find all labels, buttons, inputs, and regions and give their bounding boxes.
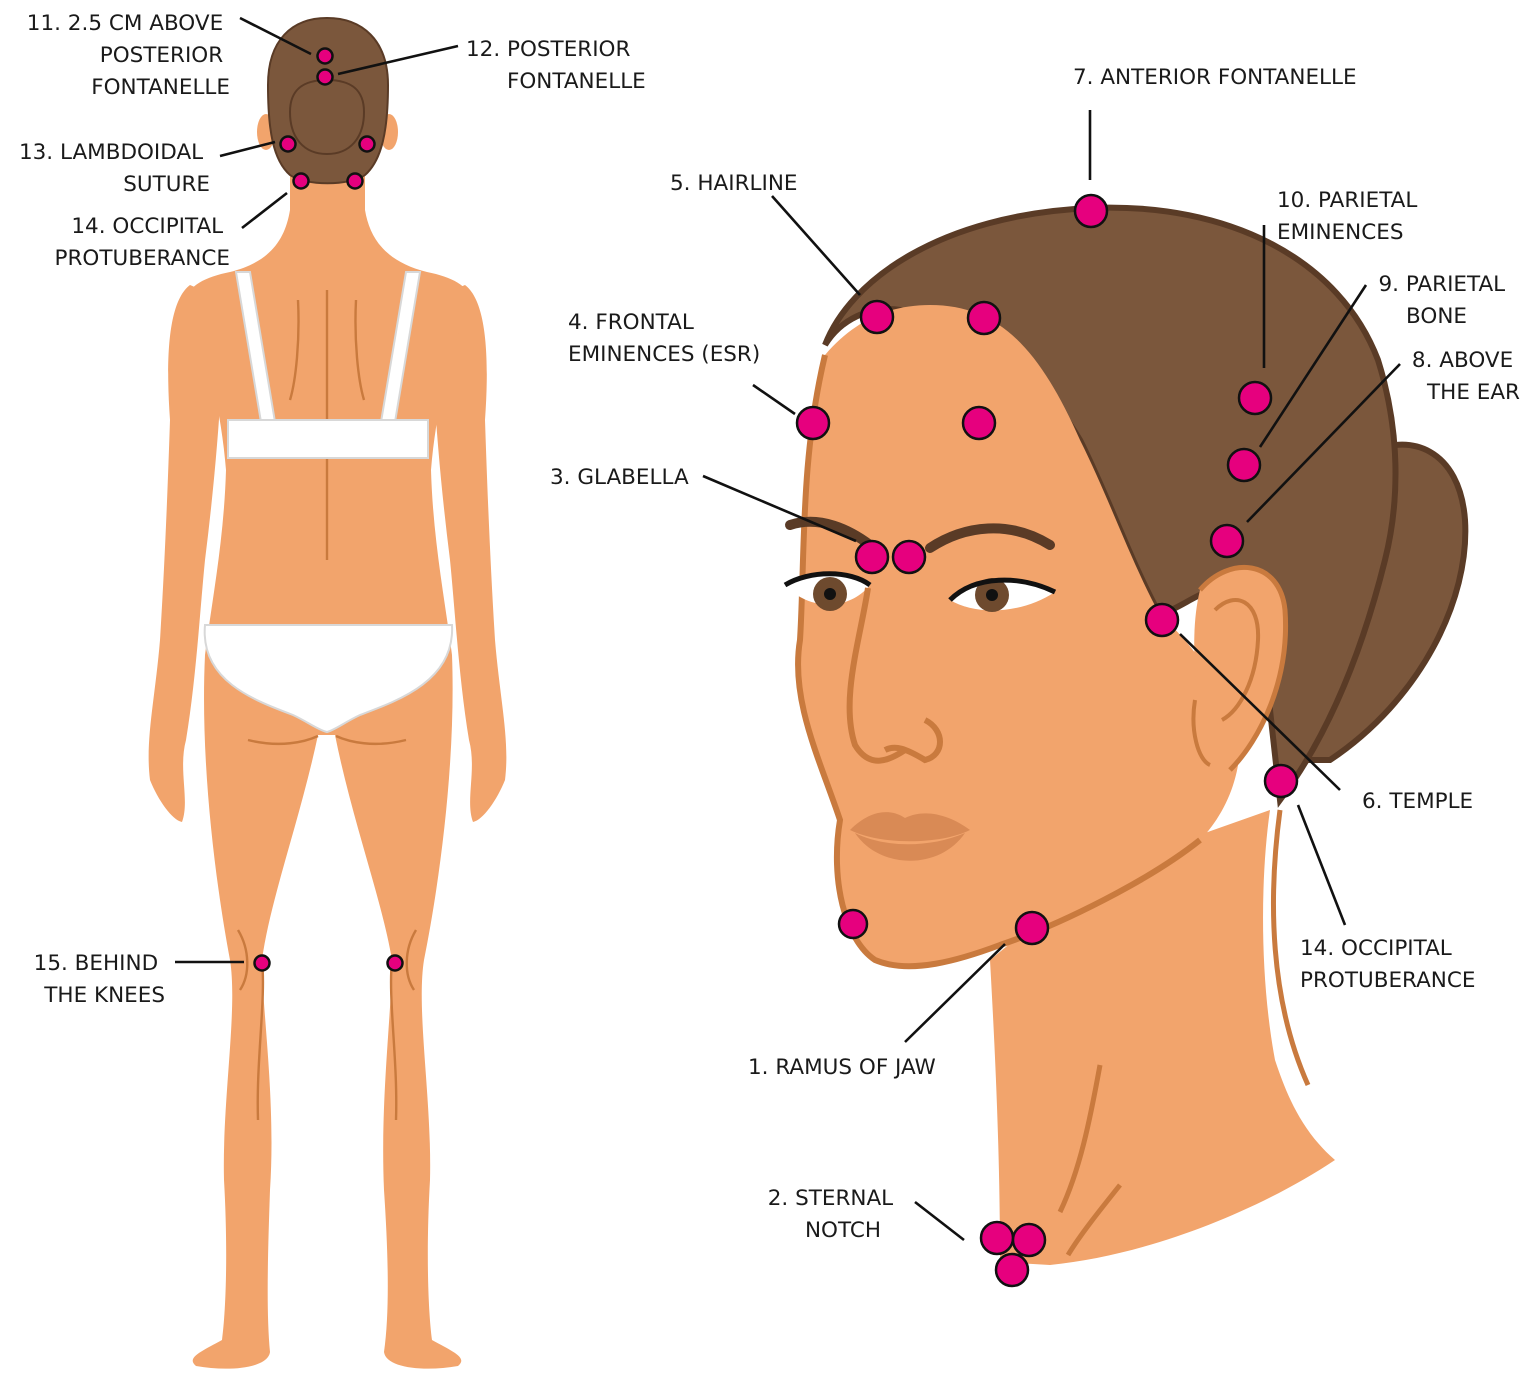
label-6: 6. TEMPLE <box>1362 789 1473 814</box>
back-bra-band <box>228 420 428 458</box>
label-9: 9. PARIETAL BONE <box>1378 272 1512 329</box>
label-12: 12. POSTERIOR FONTANELLE <box>466 37 646 94</box>
point-1-partial[interactable] <box>839 910 867 938</box>
label-14-head: 14. OCCIPITAL PROTUBERANCE <box>1300 936 1476 993</box>
point-9[interactable] <box>1228 449 1260 481</box>
point-2-left[interactable] <box>981 1222 1013 1254</box>
label-13: 13. LAMBDOIDAL SUTURE <box>19 140 210 197</box>
point-11[interactable] <box>318 49 333 64</box>
left-pupil <box>824 588 836 600</box>
label-5: 5. HAIRLINE <box>670 171 798 196</box>
leader-2 <box>915 1202 964 1240</box>
point-3-left[interactable] <box>856 541 888 573</box>
back-hair <box>268 18 388 183</box>
point-7[interactable] <box>1075 195 1107 227</box>
point-13-right[interactable] <box>360 137 375 152</box>
label-7: 7. ANTERIOR FONTANELLE <box>1073 65 1357 90</box>
leader-14-head <box>1298 805 1345 925</box>
point-12[interactable] <box>318 70 333 85</box>
leader-4 <box>753 385 795 414</box>
point-2-right[interactable] <box>1013 1224 1045 1256</box>
label-3: 3. GLABELLA <box>550 465 689 490</box>
back-legs <box>193 655 462 1369</box>
right-pupil <box>986 589 998 601</box>
point-15-right[interactable] <box>388 956 403 971</box>
label-2: 2. STERNAL NOTCH <box>768 1186 900 1243</box>
point-8[interactable] <box>1211 525 1243 557</box>
point-14-back-left[interactable] <box>294 174 309 189</box>
leader-14-back <box>242 193 287 228</box>
point-2-bottom[interactable] <box>996 1254 1028 1286</box>
point-4-left[interactable] <box>797 407 829 439</box>
point-1[interactable] <box>1016 912 1048 944</box>
point-6[interactable] <box>1146 604 1178 636</box>
point-15-left[interactable] <box>255 956 270 971</box>
label-1: 1. RAMUS OF JAW <box>748 1055 936 1080</box>
point-10[interactable] <box>1239 382 1271 414</box>
label-4: 4. FRONTAL EMINENCES (ESR) <box>568 310 760 367</box>
point-14-back-right[interactable] <box>348 174 363 189</box>
label-15: 15. BEHIND THE KNEES <box>34 951 165 1008</box>
label-10: 10. PARIETAL EMINENCES <box>1277 188 1424 245</box>
head-view-figure <box>785 208 1465 1265</box>
point-3-right[interactable] <box>893 541 925 573</box>
point-14-head[interactable] <box>1265 765 1297 797</box>
leader-5 <box>772 196 860 295</box>
label-11: 11. 2.5 CM ABOVE POSTERIOR FONTANELLE <box>27 11 230 100</box>
point-5-right[interactable] <box>968 302 1000 334</box>
point-4-right[interactable] <box>963 407 995 439</box>
label-14-back: 14. OCCIPITAL PROTUBERANCE <box>55 214 231 271</box>
point-13-left[interactable] <box>281 137 296 152</box>
label-8: 8. ABOVE THE EAR <box>1412 348 1520 405</box>
point-5-left[interactable] <box>861 301 893 333</box>
